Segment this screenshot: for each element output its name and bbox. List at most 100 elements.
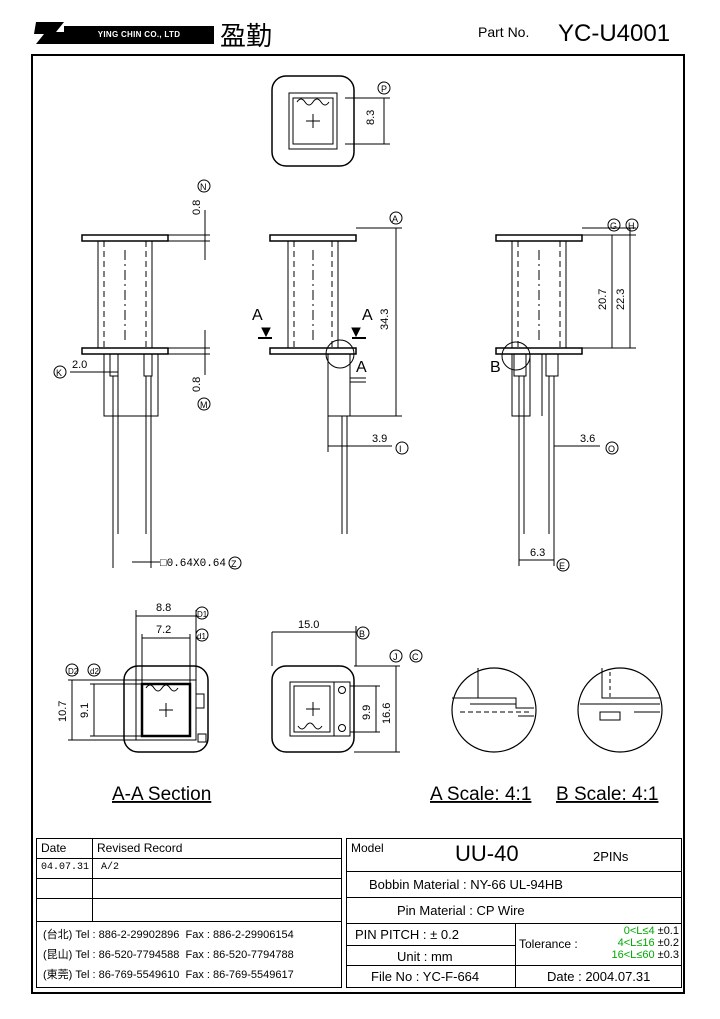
tolerance-row: 16<L≤60 ±0.3 <box>611 949 679 961</box>
dim-a: 34.3 <box>379 309 391 330</box>
contact-city: (昆山) <box>43 949 73 961</box>
dim-k: 2.0 <box>72 359 87 371</box>
middle-view <box>258 227 402 534</box>
label-n: N <box>200 182 207 192</box>
brand-english: YING CHIN CO., LTD <box>64 26 214 44</box>
revision-date-header: Date <box>37 839 93 859</box>
contact-block: (台北) Tel : 886-2-29902896 Fax : 886-2-29… <box>36 922 342 988</box>
label-i: I <box>399 444 402 454</box>
pin-material-label: Pin Material : <box>397 903 473 918</box>
contact-city: (東莞) <box>43 969 73 981</box>
label-a: A <box>392 214 398 224</box>
brand-chinese: 盈勤 <box>220 22 273 52</box>
file-no-value: YC-F-664 <box>422 969 480 984</box>
detail-marker-a: A <box>356 359 367 376</box>
dim-z: □0.64X0.64 <box>160 558 226 570</box>
label-g: G <box>610 221 617 231</box>
revision-row-date: 04.07.31 <box>37 859 93 879</box>
contact-row: (昆山) Tel : 86-520-7794588 Fax : 86-520-7… <box>43 946 343 962</box>
label-d2-lower: d2 <box>90 667 99 676</box>
label-h: H <box>628 221 635 231</box>
label-d1-upper: D1 <box>197 610 208 619</box>
revision-row-date <box>37 879 93 899</box>
dim-d2-lower: 9.1 <box>79 703 91 718</box>
label-c: C <box>412 652 419 662</box>
date-label: Date : <box>547 969 582 984</box>
dim-p: 8.3 <box>365 110 377 125</box>
dim-b: 15.0 <box>298 619 319 631</box>
a-scale-title: A Scale: 4:1 <box>430 784 531 805</box>
dim-m: 0.8 <box>191 377 203 392</box>
file-no-label: File No : <box>371 969 420 984</box>
contact-row: (台北) Tel : 886-2-29902896 Fax : 886-2-29… <box>43 926 343 942</box>
section-marker-right: A <box>362 307 373 324</box>
tolerance-row: 0<L≤4 ±0.1 <box>623 925 679 937</box>
pin-count: 2PINs <box>593 849 629 864</box>
contact-tel: Tel : 86-769-5549610 <box>75 969 180 981</box>
detail-b-view <box>577 667 663 753</box>
dim-g: 20.7 <box>597 289 609 310</box>
dim-d1-upper: 8.8 <box>156 602 171 614</box>
bobbin-material-label: Bobbin Material : <box>369 877 467 892</box>
dim-j: 9.9 <box>361 705 373 720</box>
label-e: E <box>559 561 565 571</box>
label-m: M <box>200 400 208 410</box>
unit-value: mm <box>430 949 453 964</box>
label-z: Z <box>231 559 237 569</box>
dim-i: 3.9 <box>372 433 387 445</box>
right-view <box>495 227 636 566</box>
unit-label: Unit : <box>397 949 428 964</box>
pin-material-value: CP Wire <box>476 903 525 918</box>
revision-record-header: Revised Record <box>93 839 341 859</box>
title-block: Model UU-40 2PINs Bobbin Material : NY-6… <box>346 838 682 988</box>
dim-d2-upper: 10.7 <box>57 701 69 722</box>
drawing-frame <box>31 54 685 994</box>
detail-marker-b: B <box>490 359 501 376</box>
pin-pitch-value: ± 0.2 <box>430 927 459 942</box>
contact-fax: Fax : 86-769-5549617 <box>185 969 294 981</box>
contact-row: (東莞) Tel : 86-769-5549610 Fax : 86-769-5… <box>43 966 343 982</box>
label-k: K <box>56 368 62 378</box>
revision-row-date <box>37 899 93 921</box>
revision-row-record: A/2 <box>93 859 341 879</box>
label-j: J <box>393 652 398 662</box>
contact-fax: Fax : 86-520-7794788 <box>185 949 294 961</box>
dim-c: 16.6 <box>381 703 393 724</box>
bobbin-material-row: Bobbin Material : NY-66 UL-94HB <box>369 877 563 892</box>
bobbin-material-value: NY-66 UL-94HB <box>470 877 563 892</box>
dim-e: 6.3 <box>530 547 545 559</box>
label-d2-upper: D2 <box>68 667 79 676</box>
contact-fax: Fax : 886-2-29906154 <box>185 929 294 941</box>
dim-n: 0.8 <box>191 200 203 215</box>
pin-pitch-row: PIN PITCH : ± 0.2 <box>355 927 459 942</box>
date-value: 2004.07.31 <box>585 969 651 984</box>
bottom-view <box>271 626 400 753</box>
date-row: Date : 2004.07.31 <box>547 969 650 984</box>
b-scale-title: B Scale: 4:1 <box>556 784 658 805</box>
contact-tel: Tel : 886-2-29902896 <box>75 929 180 941</box>
pin-pitch-label: PIN PITCH : <box>355 927 427 942</box>
revision-row-record <box>93 879 341 899</box>
dim-d1-lower: 7.2 <box>156 624 171 636</box>
contact-tel: Tel : 86-520-7794588 <box>75 949 180 961</box>
unit-row: Unit : mm <box>397 949 453 964</box>
aa-section-title: A-A Section <box>112 784 211 805</box>
tolerance-label: Tolerance : <box>519 937 578 951</box>
left-view <box>70 210 210 568</box>
company-logo <box>34 18 224 48</box>
label-p: P <box>381 84 387 94</box>
top-view <box>271 75 390 167</box>
aa-section-view <box>68 610 209 753</box>
detail-a-view <box>451 667 537 753</box>
pin-material-row: Pin Material : CP Wire <box>397 903 525 918</box>
label-b: B <box>359 629 365 639</box>
model-label: Model <box>351 841 384 855</box>
dim-o: 3.6 <box>580 433 595 445</box>
model-value: UU-40 <box>455 841 519 866</box>
label-d1-lower: d1 <box>197 632 206 641</box>
label-o: O <box>608 444 615 454</box>
part-number: YC-U4001 <box>558 20 671 47</box>
tolerance-table: 0<L≤4 ±0.1 4<L≤16 ±0.2 16<L≤60 ±0.3 <box>593 925 679 961</box>
part-no-label: Part No. <box>478 24 530 40</box>
